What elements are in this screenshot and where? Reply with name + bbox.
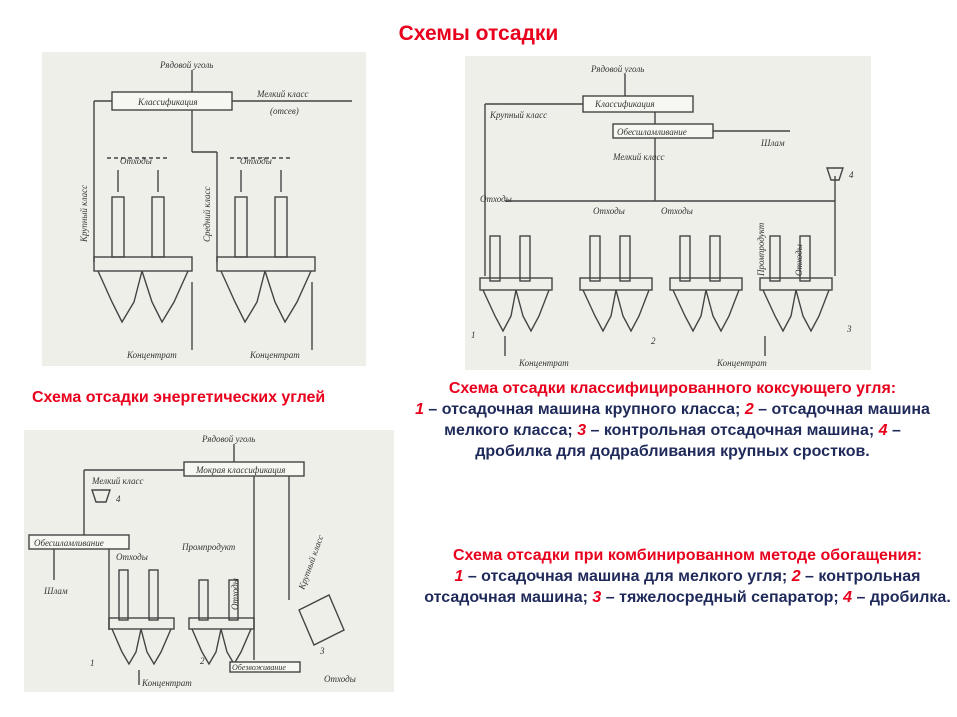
caption-text: – отсадочная машина мелкого класса; [444, 401, 930, 439]
caption-text: – отсадочная машина крупного класса; [423, 401, 745, 418]
caption-energy-coal: Схема отсадки энергетических углей [32, 389, 326, 406]
caption-num: 1 [415, 401, 424, 418]
label-coarse: Крупный класс [79, 185, 89, 243]
label-n4: 4 [116, 494, 121, 504]
label-waste-2: Отходы [230, 578, 240, 610]
caption-num: 2 [744, 401, 754, 418]
label-input: Рядовой уголь [201, 434, 255, 444]
diagram-combined-method: Рядовой уголь Мокрая классификация Мелки… [24, 430, 394, 692]
label-waste-1: Отходы [480, 194, 512, 204]
caption-text: – дробилка. [852, 589, 951, 606]
caption-num: 4 [878, 422, 888, 439]
label-coarse: Крупный класс [489, 110, 547, 120]
label-sieve: (отсев) [270, 106, 299, 116]
label-conc: Концентрат [141, 678, 192, 688]
label-desliming: Обесшламливание [617, 127, 687, 137]
label-n4: 4 [849, 170, 854, 180]
label-waste-3: Отходы [324, 674, 356, 684]
diagram-energy-coal-svg: Рядовой уголь Классификация Мелкий класс… [79, 60, 352, 360]
caption-text: – тяжелосредный сепаратор; [601, 589, 844, 606]
label-middlings: Промпродукт [756, 222, 766, 277]
caption-combined-title: Схема отсадки при комбинированном методе… [452, 547, 923, 564]
caption-num: 1 [454, 568, 464, 585]
label-desliming: Обесшламливание [34, 538, 104, 548]
caption-text: – контрольная отсадочная машина; [586, 422, 879, 439]
caption-text: – дробилка для додрабливания крупных сро… [475, 422, 901, 460]
label-conc-1: Концентрат [126, 350, 177, 360]
label-n3: 3 [846, 324, 852, 334]
label-n2: 2 [651, 336, 656, 346]
label-classification: Классификация [594, 99, 655, 109]
label-waste-2: Отходы [593, 206, 625, 216]
label-waste-3: Отходы [661, 206, 693, 216]
diagram-energy-coal: Рядовой уголь Классификация Мелкий класс… [42, 52, 366, 366]
label-waste-1: Отходы [120, 156, 152, 166]
caption-coking-coal: Схема отсадки классифицированного коксую… [405, 378, 940, 462]
caption-coking-title: Схема отсадки классифицированного коксую… [448, 380, 897, 397]
label-n2: 2 [200, 656, 205, 666]
page-title: Схемы отсадки [398, 22, 559, 45]
label-fine: Мелкий класс [612, 152, 664, 162]
label-conc-1: Концентрат [518, 358, 569, 368]
caption-num: 3 [577, 422, 587, 439]
label-middlings: Промпродукт [181, 542, 236, 552]
label-input: Рядовой уголь [590, 64, 644, 74]
label-coarse: Крупный класс [296, 534, 325, 592]
label-waste-1: Отходы [116, 552, 148, 562]
label-fine: Мелкий класс [256, 89, 308, 99]
diagram-coking-coal: Рядовой уголь Классификация Крупный клас… [465, 56, 871, 370]
diagram-combined-method-svg: Рядовой уголь Мокрая классификация Мелки… [28, 434, 356, 688]
label-slime: Шлам [760, 138, 785, 148]
label-medium: Средний класс [202, 187, 212, 242]
caption-combined-method: Схема отсадки при комбинированном методе… [420, 545, 955, 608]
label-input: Рядовой уголь [159, 60, 213, 70]
label-n1: 1 [471, 330, 476, 340]
label-n1: 1 [90, 658, 95, 668]
caption-num: 2 [791, 568, 801, 585]
caption-num: 4 [843, 589, 853, 606]
label-conc-2: Концентрат [249, 350, 300, 360]
label-classification: Мокрая классификация [195, 465, 286, 475]
caption-num: 3 [592, 589, 602, 606]
label-classification: Классификация [137, 97, 198, 107]
label-slime: Шлам [43, 586, 68, 596]
caption-text: – контрольная отсадочная машина; [424, 568, 921, 606]
label-fine: Мелкий класс [91, 476, 143, 486]
label-waste-4: Отходы [794, 244, 804, 276]
label-dewatering: Обезвоживание [232, 663, 286, 672]
label-waste-2: Отходы [240, 156, 272, 166]
label-conc-2: Концентрат [716, 358, 767, 368]
diagram-coking-coal-svg: Рядовой уголь Классификация Крупный клас… [471, 64, 854, 368]
caption-text: – отсадочная машина для мелкого угля; [463, 568, 792, 585]
label-n3: 3 [319, 646, 325, 656]
